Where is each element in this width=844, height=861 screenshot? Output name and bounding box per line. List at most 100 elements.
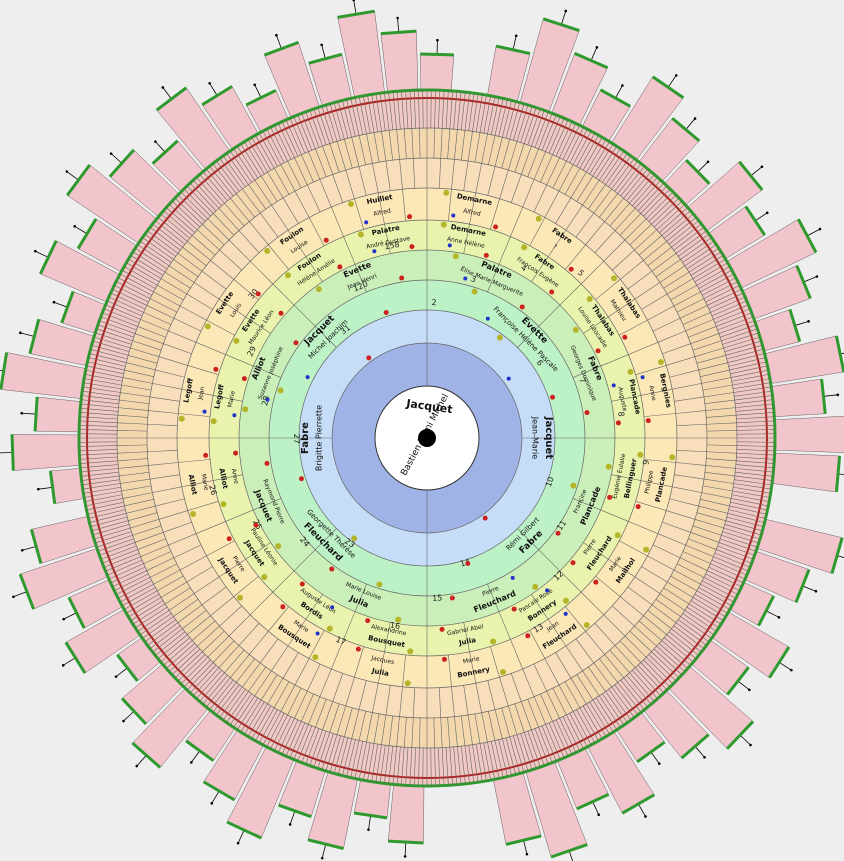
ancestor-surname[interactable]: Fabre: [300, 422, 311, 454]
ancestor-given-names: Marie: [462, 655, 480, 665]
sector-divider: [685, 319, 714, 332]
sector-divider: [135, 247, 168, 270]
sector-divider: [336, 705, 347, 735]
sector-divider: [119, 471, 150, 477]
spoke-cap: [48, 470, 57, 504]
sector-divider: [718, 542, 755, 556]
sector-divider: [727, 353, 765, 363]
event-dot: [407, 648, 414, 655]
event-dot: [669, 454, 676, 461]
ancestor-surname[interactable]: Jacquet: [543, 416, 554, 459]
sector-divider: [114, 573, 149, 591]
sector-divider: [698, 269, 733, 289]
sector-divider: [199, 174, 225, 204]
sector-divider: [294, 157, 308, 186]
sector-divider: [219, 686, 243, 718]
sector-divider: [88, 509, 126, 519]
sosa-number: 28: [260, 395, 271, 407]
sector-divider: [354, 97, 364, 135]
sector-divider: [402, 189, 406, 222]
sector-divider: [331, 639, 344, 670]
sector-divider: [729, 505, 767, 515]
sector-divider: [522, 179, 535, 208]
sector-divider: [706, 444, 737, 446]
sector-divider: [668, 220, 699, 245]
sector-divider: [629, 672, 655, 702]
sector-divider: [635, 365, 667, 376]
spoke-cap: [768, 646, 791, 679]
sector-divider: [593, 188, 612, 214]
sector-divider: [558, 164, 574, 192]
sector-divider: [538, 727, 553, 763]
sector-divider: [401, 90, 405, 129]
sector-divider: [117, 414, 148, 418]
sector-divider: [317, 732, 331, 769]
sector-divider: [692, 525, 722, 536]
sector-divider: [315, 148, 327, 177]
sector-divider: [640, 662, 668, 691]
sector-divider: [434, 747, 436, 786]
spoke-cap: [834, 335, 844, 373]
sector-divider: [586, 703, 607, 737]
arrow-line: [523, 840, 528, 855]
sector-divider: [267, 678, 284, 705]
sector-divider: [262, 130, 282, 165]
sector-divider: [562, 716, 580, 751]
sector-divider: [735, 407, 774, 412]
sector-divider: [114, 285, 149, 303]
ancestor-surname[interactable]: Julia: [370, 667, 390, 678]
sector-divider: [205, 677, 231, 708]
sector-divider: [667, 278, 694, 295]
sosa-number: 2: [431, 298, 437, 307]
sector-divider: [247, 703, 268, 737]
event-dot: [323, 237, 329, 243]
ancestor-surname[interactable]: Julia: [457, 636, 477, 647]
sector-divider: [464, 745, 470, 784]
event-dot: [355, 646, 361, 652]
sector-divider: [187, 500, 219, 511]
sector-divider: [210, 260, 234, 280]
sector-divider: [301, 113, 316, 149]
sector-divider: [726, 516, 764, 527]
event-dot: [241, 376, 247, 382]
sosa-number: 10: [544, 476, 556, 489]
sector-divider: [572, 365, 601, 378]
sector-divider: [659, 207, 688, 233]
sosa-number: 29: [245, 345, 258, 358]
sector-divider: [531, 110, 545, 147]
sector-divider: [251, 137, 272, 171]
sector-divider: [494, 98, 504, 136]
sector-divider: [388, 92, 394, 130]
event-dot: [285, 272, 292, 279]
sector-divider: [315, 528, 337, 550]
arrow-line: [590, 47, 598, 61]
arrow-line: [22, 546, 36, 551]
event-dot: [299, 581, 305, 587]
arrow-line: [740, 735, 751, 746]
sector-divider: [285, 721, 302, 757]
sector-divider: [527, 108, 541, 145]
sector-divider: [282, 197, 299, 224]
sector-divider: [97, 538, 134, 552]
sector-divider: [713, 304, 749, 320]
sector-divider: [315, 699, 327, 728]
sector-divider: [513, 103, 525, 141]
arrow-head: [514, 34, 518, 38]
sector-divider: [183, 188, 211, 217]
sector-divider: [79, 445, 118, 447]
sector-divider: [448, 654, 452, 687]
arrow-line: [695, 746, 705, 758]
arrow-line: [190, 750, 200, 763]
sector-divider: [460, 92, 466, 130]
sector-divider: [403, 128, 407, 159]
sector-divider: [216, 684, 240, 716]
sector-divider: [698, 505, 728, 514]
sector-divider: [219, 605, 242, 627]
sector-divider: [678, 619, 710, 643]
arrow-line: [237, 830, 245, 844]
root-person[interactable]: Jacquet Bastien Rémi Michel: [374, 385, 480, 491]
sector-divider: [736, 445, 775, 447]
sector-divider: [90, 349, 128, 360]
arrow-line: [209, 83, 218, 96]
sector-divider: [583, 316, 609, 334]
